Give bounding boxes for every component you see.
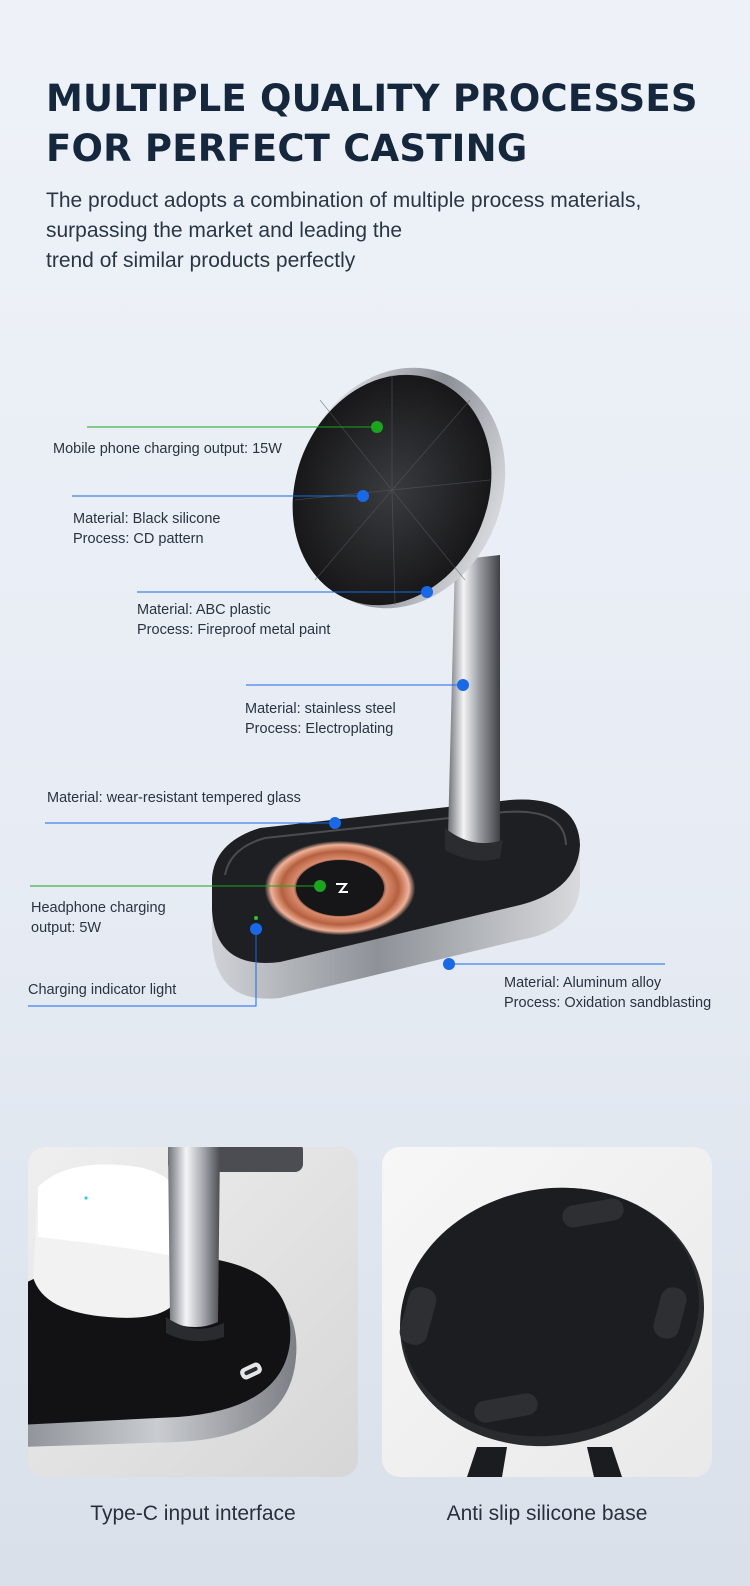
anti-slip-pad	[399, 1287, 437, 1345]
charger-base	[212, 799, 580, 999]
callout-headphone-line1: Headphone charging	[31, 900, 166, 916]
type-c-caption: Type-C input interface	[90, 1502, 296, 1525]
anti-slip-base-photo	[382, 1147, 712, 1477]
callout-dot-glass	[329, 817, 341, 829]
type-c-illustration	[28, 1147, 303, 1447]
callout-dot-steel	[457, 679, 469, 691]
callout-dot-headphone	[314, 880, 326, 892]
subtitle-line-1: The product adopts a combination of mult…	[46, 189, 642, 212]
callout-headphone: Headphone charging output: 5W	[31, 898, 166, 938]
callout-silicone-process: Process: CD pattern	[73, 531, 204, 547]
callout-silicone: Material: Black silicone Process: CD pat…	[73, 509, 220, 549]
callout-dot-indicator	[250, 923, 262, 935]
title-line-2: FOR PERFECT CASTING	[46, 127, 528, 170]
page-subtitle: The product adopts a combination of mult…	[46, 186, 736, 276]
anti-slip-pad	[653, 1287, 687, 1339]
callout-alloy-process: Process: Oxidation sandblasting	[504, 995, 712, 1011]
callout-alloy-material: Material: Aluminum alloy	[504, 975, 662, 991]
product-illustration	[28, 367, 665, 1007]
callout-dot-silicone	[357, 490, 369, 502]
subtitle-line-3: trend of similar products perfectly	[46, 249, 356, 272]
anti-slip-illustration	[399, 1187, 705, 1477]
anti-slip-pad	[474, 1393, 538, 1423]
callout-steel-process: Process: Electroplating	[245, 721, 394, 737]
callout-plastic: Material: ABC plastic Process: Fireproof…	[137, 600, 330, 640]
anti-slip-pad	[562, 1198, 624, 1228]
callout-dot-phone-output	[371, 421, 383, 433]
callout-dot-alloy	[443, 958, 455, 970]
callout-glass: Material: wear-resistant tempered glass	[47, 790, 301, 806]
stand-pole	[445, 555, 503, 861]
callout-plastic-material: Material: ABC plastic	[137, 602, 271, 618]
callout-headphone-line2: output: 5W	[31, 920, 102, 936]
page-title: MULTIPLE QUALITY PROCESSES FOR PERFECT C…	[46, 74, 698, 174]
type-c-photo	[28, 1147, 358, 1477]
anti-slip-caption: Anti slip silicone base	[446, 1502, 648, 1525]
phone-charging-pad	[292, 367, 506, 609]
callout-silicone-material: Material: Black silicone	[73, 511, 221, 527]
product-diagram: Mobile phone charging output: 15W Materi…	[0, 330, 750, 1050]
callout-dot-plastic	[421, 586, 433, 598]
callout-indicator: Charging indicator light	[28, 982, 177, 998]
callout-steel-material: Material: stainless steel	[245, 701, 396, 717]
callout-steel: Material: stainless steel Process: Elect…	[245, 699, 396, 739]
title-line-1: MULTIPLE QUALITY PROCESSES	[46, 77, 698, 120]
callout-alloy: Material: Aluminum alloy Process: Oxidat…	[504, 973, 711, 1013]
callout-markers	[28, 421, 665, 1007]
callout-phone-output: Mobile phone charging output: 15W	[53, 441, 282, 457]
callout-plastic-process: Process: Fireproof metal paint	[137, 622, 331, 638]
subtitle-line-2: surpassing the market and leading the	[46, 219, 403, 242]
